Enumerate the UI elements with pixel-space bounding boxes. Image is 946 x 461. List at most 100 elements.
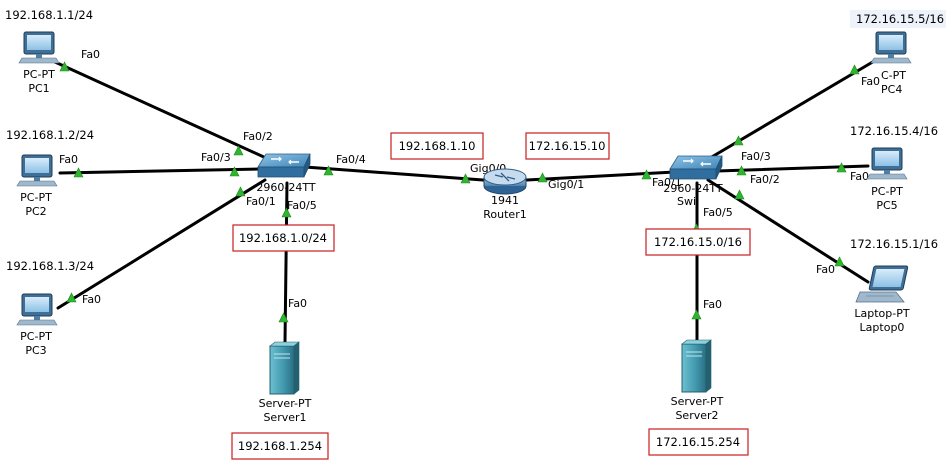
server2-ip-annotation: 172.16.15.254 (648, 428, 749, 456)
port-indicators (59, 61, 860, 323)
router1-name-label: Router1 (483, 208, 526, 221)
port-indicator-icon (233, 145, 244, 156)
switch0-port-label: Fa0/2 (243, 130, 273, 143)
port-indicator-icon (66, 292, 77, 303)
port-indicator-icon (834, 256, 845, 267)
pc3-device[interactable]: 192.168.1.3/24 PC-PT PC3 (6, 259, 94, 357)
laptop0-ip-label: 172.16.15.1/16 (850, 237, 938, 251)
lan2-network-annotation: 172.16.15.0/16 (645, 228, 751, 256)
switch1-port-label: Fa0/3 (741, 150, 771, 163)
server2-device[interactable]: Server-PT Server2 (671, 339, 724, 422)
port-indicator-icon (641, 169, 652, 180)
router-gig01-ip-text: 172.16.15.10 (529, 139, 606, 153)
server1-port-label: Fa0 (288, 297, 307, 310)
pc3-name-label: PC3 (25, 344, 46, 357)
links (53, 58, 878, 344)
router-port-label: Gig0/1 (548, 178, 584, 191)
pc5-name-label: PC5 (876, 199, 897, 212)
server1-ip-annotation: 192.168.1.254 (231, 432, 329, 460)
switch0-model-label: 2960-24TT (256, 181, 315, 194)
switch1-port-label: Fa0/2 (750, 173, 780, 186)
pc4-device[interactable]: 172.16.15.5/16 C-PT PC4 (850, 10, 946, 96)
router-icon (483, 168, 527, 195)
router1-device[interactable]: 1941 Router1 (483, 168, 527, 221)
port-indicator-icon (836, 162, 847, 173)
switch0-port-label: Fa0/1 (246, 195, 276, 208)
server-icon (269, 341, 300, 395)
pc1-ip-label: 192.168.1.1/24 (5, 8, 93, 22)
pc2-type-label: PC-PT (20, 191, 52, 204)
switch1-model-label: 2960-24TT (663, 182, 722, 195)
laptop0-device[interactable]: 172.16.15.1/16 Laptop-PT Laptop0 (850, 237, 938, 334)
pc-icon (16, 293, 58, 326)
switch-icon (257, 153, 311, 178)
lan1-network-text: 192.168.1.0/24 (239, 231, 327, 245)
pc1-port-label: Fa0 (81, 48, 100, 61)
pc2-name-label: PC2 (25, 205, 46, 218)
pc3-type-label: PC-PT (20, 330, 52, 343)
annotations: 192.168.1.10 172.16.15.10 192.168.1.0/24… (231, 132, 751, 460)
server2-type-label: Server-PT (671, 395, 724, 408)
switch1-name-label: Swi (677, 195, 696, 208)
server2-ip-text: 172.16.15.254 (656, 435, 740, 449)
port-indicator-icon (235, 186, 246, 197)
port-indicator-icon (537, 172, 548, 183)
router-gig00-ip-text: 192.168.1.10 (399, 139, 476, 153)
pc2-device[interactable]: 192.168.1.2/24 PC-PT PC2 (6, 128, 94, 218)
laptop0-port-label: Fa0 (816, 263, 835, 276)
server2-name-label: Server2 (675, 409, 718, 422)
port-indicator-icon (73, 167, 84, 178)
lan2-network-text: 172.16.15.0/16 (654, 235, 742, 249)
lan1-network-annotation: 192.168.1.0/24 (232, 224, 335, 252)
pc1-device[interactable]: 192.168.1.1/24 PC-PT PC1 (5, 8, 93, 95)
port-indicator-icon (229, 166, 240, 177)
switch-icon (669, 155, 723, 180)
port-indicator-icon (733, 135, 744, 146)
switch0-port-label: Fa0/3 (201, 151, 231, 164)
link-router1-switch1[interactable] (525, 170, 677, 182)
pc-icon (16, 154, 58, 187)
link-switch0-router1[interactable] (303, 165, 485, 182)
pc4-ip-highlight (850, 10, 946, 28)
server1-device[interactable]: Server-PT Server1 (259, 341, 312, 424)
link-pc1-switch0[interactable] (53, 60, 279, 165)
pc5-port-label: Fa0 (850, 170, 869, 183)
pc5-ip-label: 172.16.15.4/16 (850, 124, 938, 138)
server1-type-label: Server-PT (259, 397, 312, 410)
pc1-name-label: PC1 (28, 82, 49, 95)
pc5-device[interactable]: 172.16.15.4/16 PC-PT PC5 (850, 124, 938, 212)
server1-ip-text: 192.168.1.254 (238, 439, 322, 453)
pc4-ip-label: 172.16.15.5/16 (856, 12, 944, 26)
pc-icon (866, 147, 908, 180)
laptop-icon (855, 265, 909, 303)
pc2-port-label: Fa0 (59, 153, 78, 166)
server2-port-label: Fa0 (703, 298, 722, 311)
switch1-device[interactable]: 2960-24TT Swi (663, 155, 723, 208)
laptop0-type-label: Laptop-PT (854, 307, 909, 320)
switch1-port-label: Fa0/5 (703, 206, 733, 219)
switch0-port-label: Fa0/5 (287, 199, 317, 212)
switch0-device[interactable]: 2960-24TT (256, 153, 316, 194)
port-indicator-icon (734, 189, 745, 200)
port-indicator-icon (849, 64, 860, 75)
laptop0-name-label: Laptop0 (860, 321, 905, 334)
port-indicator-icon (460, 173, 471, 184)
port-indicator-icon (691, 309, 702, 320)
router-gig01-ip-annotation: 172.16.15.10 (525, 132, 610, 160)
pc4-port-label: Fa0 (861, 75, 880, 88)
pc-icon (18, 31, 60, 64)
link-pc3-switch0[interactable] (56, 178, 267, 310)
pc5-type-label: PC-PT (871, 185, 903, 198)
port-indicator-icon (281, 207, 292, 218)
pc4-type-label: C-PT (881, 69, 906, 82)
server1-name-label: Server1 (263, 411, 306, 424)
pc-icon (870, 31, 912, 64)
pc4-name-label: PC4 (881, 83, 902, 96)
link-pc2-switch0[interactable] (58, 167, 264, 175)
pc3-ip-label: 192.168.1.3/24 (6, 259, 94, 273)
pc1-type-label: PC-PT (23, 68, 55, 81)
pc2-ip-label: 192.168.1.2/24 (6, 128, 94, 142)
router-gig00-ip-annotation: 192.168.1.10 (390, 132, 484, 160)
port-indicator-icon (323, 165, 334, 176)
